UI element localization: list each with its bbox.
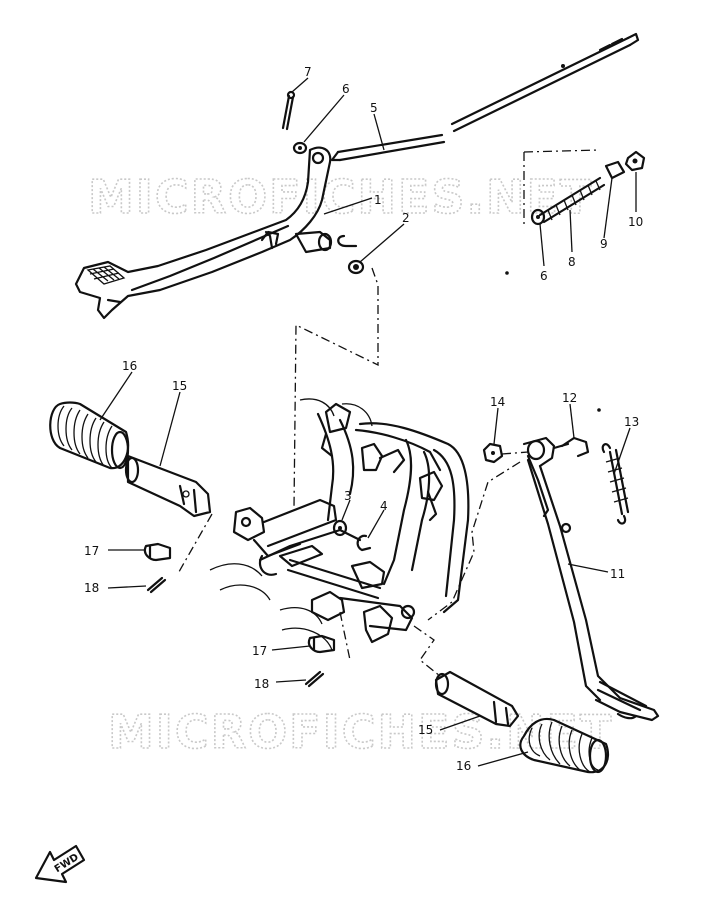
- part-16-footrest-rubber-left: [49, 401, 130, 470]
- callout-16-left: 16: [122, 359, 137, 373]
- part-5-brake-rod: [330, 32, 640, 162]
- callout-17-lower: 17: [252, 644, 267, 658]
- part-6-washer-right: [530, 208, 546, 226]
- callout-14: 14: [490, 395, 505, 409]
- callout-10: 10: [628, 215, 643, 229]
- part-2-circlip: [337, 234, 365, 275]
- part-6-washer-top: [292, 141, 308, 155]
- callout-15-left: 15: [172, 379, 187, 393]
- callout-6-right: 6: [540, 269, 548, 283]
- callout-18-left: 18: [84, 581, 99, 595]
- callout-3: 3: [344, 489, 352, 503]
- callout-13: 13: [624, 415, 639, 429]
- part-17-bolt-left: [143, 542, 172, 562]
- part-8-adjuster-spring: [538, 176, 606, 224]
- part-18-pin-lower: [304, 670, 325, 688]
- callout-17-left: 17: [84, 544, 99, 558]
- callout-11: 11: [610, 567, 625, 581]
- part-18-pin-left: [146, 576, 167, 594]
- callout-9: 9: [600, 237, 608, 251]
- part-10-adjust-nut: [624, 150, 646, 172]
- fwd-arrow-icon: FWD: [34, 844, 86, 884]
- callout-15-right: 15: [418, 723, 433, 737]
- callout-12: 12: [562, 391, 577, 405]
- part-3-washer: [332, 519, 348, 537]
- part-9-joint: [604, 160, 626, 180]
- part-7-cotter-pin: [281, 90, 296, 131]
- leader-pedal-to-frame: [293, 267, 379, 509]
- part-12-bolt: [552, 436, 590, 458]
- part-15-footrest-left: [124, 454, 212, 518]
- part-13-return-spring: [601, 443, 630, 525]
- part-4-cotter-pin: [356, 534, 372, 552]
- callout-16-right: 16: [456, 759, 471, 773]
- watermark-bottom: MICROFICHES.NET: [108, 705, 613, 759]
- part-11-shift-lever: [522, 436, 660, 722]
- watermark-top: MICROFICHES.NET: [88, 170, 593, 224]
- callout-18-lower: 18: [254, 677, 269, 691]
- leader-footrest-right: [413, 625, 441, 677]
- callout-7: 7: [304, 65, 312, 79]
- leader-footrest-left: [177, 513, 213, 575]
- callout-leaders: [99, 77, 637, 767]
- part-1-brake-pedal: [74, 146, 333, 320]
- callout-1: 1: [374, 193, 382, 207]
- callout-6-top: 6: [342, 82, 350, 96]
- frame-assembly: [209, 398, 470, 651]
- part-17-bolt-lower: [307, 634, 336, 654]
- callout-4: 4: [380, 499, 388, 513]
- part-16-footrest-rubber-right: [519, 717, 610, 774]
- callout-8: 8: [568, 255, 576, 269]
- part-15-footrest-right: [434, 670, 520, 728]
- callout-2: 2: [402, 211, 410, 225]
- callout-numbers: 7 6 5 1 2 6 8 9 10 16 15 17 18 3 4 14 12…: [84, 65, 643, 773]
- leader-lever-to-frame: [427, 461, 521, 621]
- part-14-nut: [482, 442, 504, 464]
- callout-5: 5: [370, 101, 378, 115]
